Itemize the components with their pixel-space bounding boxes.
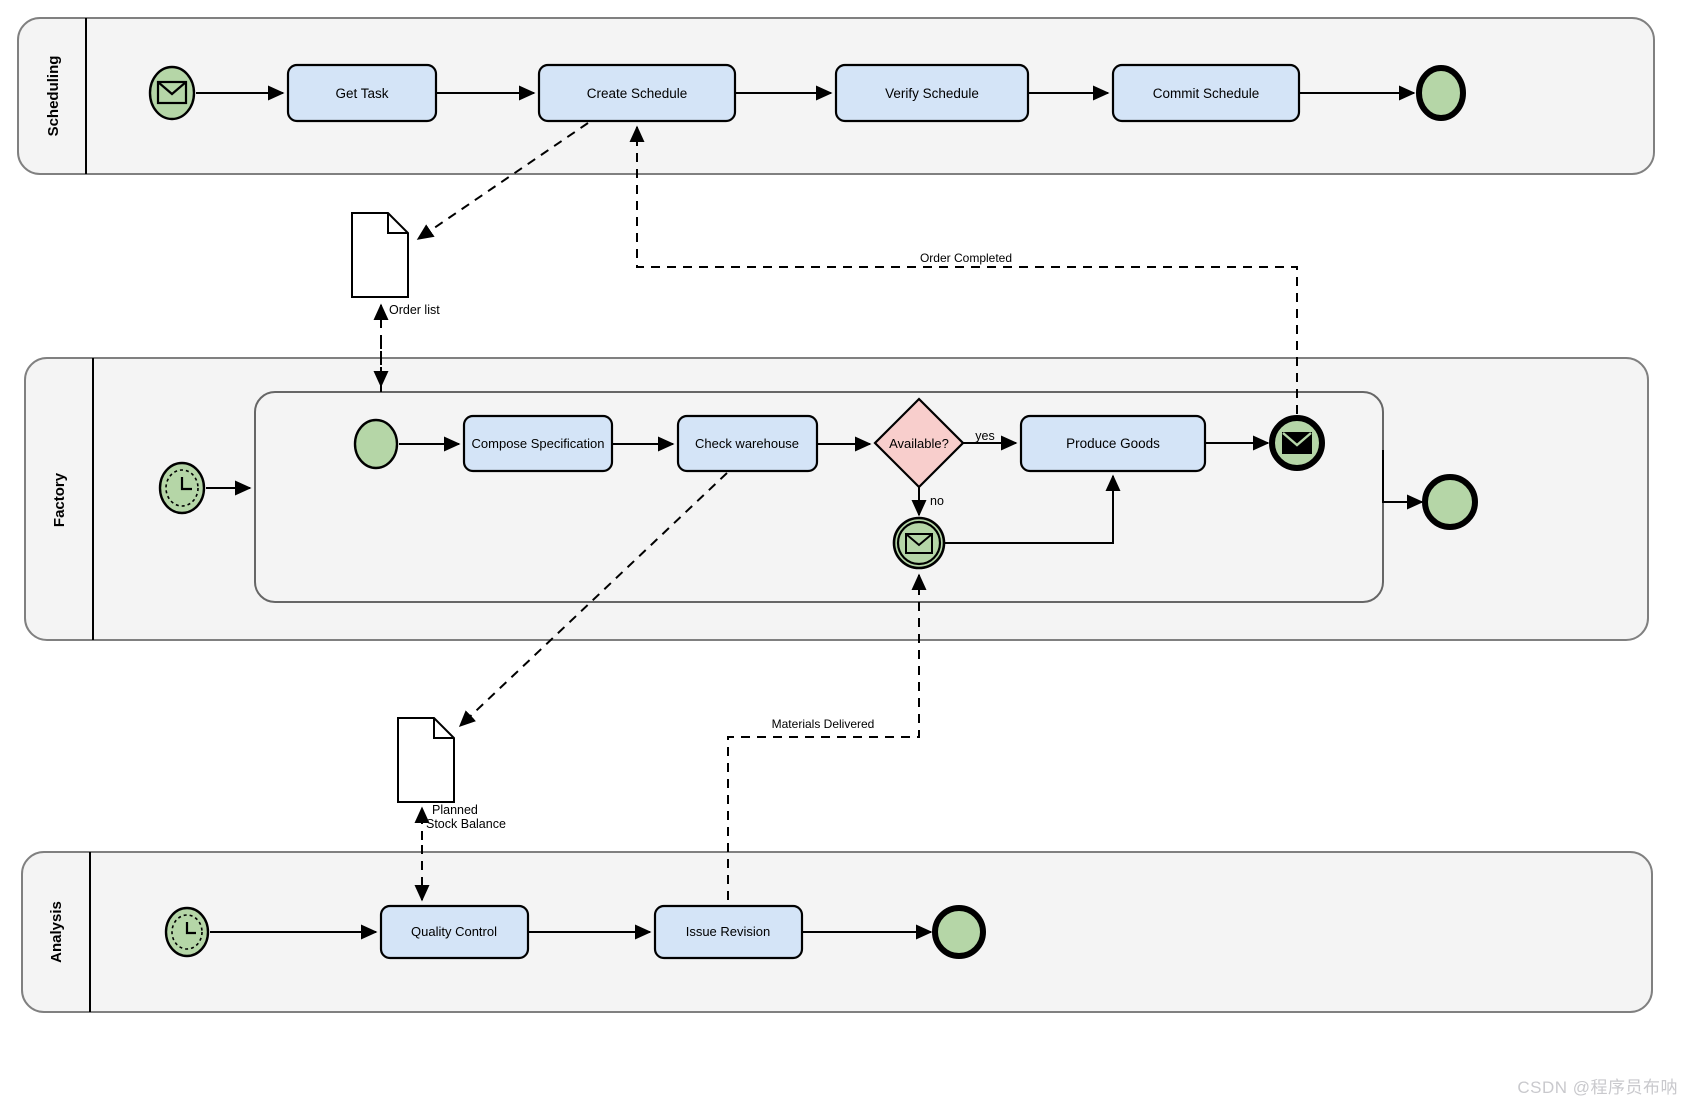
task-create-schedule[interactable]: Create Schedule xyxy=(537,63,737,123)
start-event-timer-analysis[interactable] xyxy=(164,906,210,958)
flow-label-no: no xyxy=(930,494,944,508)
watermark: CSDN @程序员布呐 xyxy=(1517,1078,1678,1097)
data-object-order-list-label: Order list xyxy=(389,303,440,317)
pool-analysis-label: Analysis xyxy=(48,901,65,963)
task-get-task[interactable]: Get Task xyxy=(286,63,438,123)
task-issue-revision[interactable]: Issue Revision xyxy=(653,904,804,960)
task-verify-schedule[interactable]: Verify Schedule xyxy=(834,63,1030,123)
task-verify-schedule-label: Verify Schedule xyxy=(885,86,979,101)
clock-icon xyxy=(165,469,199,507)
start-event-timer-factory[interactable] xyxy=(158,461,206,515)
pool-factory: Factory Compose Specification Check ware… xyxy=(24,357,1649,641)
clock-icon xyxy=(171,914,203,950)
document-fold xyxy=(433,718,454,739)
data-object-order-list[interactable]: Order list xyxy=(351,212,440,317)
data-object-planned-stock-balance[interactable]: Planned Stock Balance xyxy=(397,717,506,831)
message-flow-label-materials-delivered: Materials Delivered xyxy=(772,717,875,731)
subprocess-container[interactable] xyxy=(254,391,1384,603)
assoc-create-schedule-to-order-list xyxy=(416,122,589,240)
start-event-message-scheduling[interactable] xyxy=(148,65,196,121)
gateway-available-label: Available? xyxy=(889,436,949,451)
message-flow-label-order-completed: Order Completed xyxy=(920,251,1012,265)
task-compose-specification-label: Compose Specification xyxy=(472,436,605,451)
pool-analysis: Analysis Quality Control Issue Revision xyxy=(21,851,1653,1013)
task-quality-control-label: Quality Control xyxy=(411,924,497,939)
pool-scheduling-label: Scheduling xyxy=(45,56,62,137)
task-check-warehouse-label: Check warehouse xyxy=(695,436,799,451)
gateway-available[interactable]: Available? xyxy=(873,397,965,489)
task-commit-schedule-label: Commit Schedule xyxy=(1153,86,1260,101)
start-event-subprocess[interactable] xyxy=(353,418,399,470)
task-produce-goods[interactable]: Produce Goods xyxy=(1019,414,1207,473)
document-fold xyxy=(387,213,408,234)
flow-subprocess-to-factory-end xyxy=(1382,450,1424,510)
data-object-planned-label-line2: Stock Balance xyxy=(426,817,506,831)
document-shape xyxy=(397,717,455,803)
end-event-analysis[interactable] xyxy=(932,905,986,959)
assoc-check-warehouse-to-planned-stock xyxy=(458,472,728,728)
flow-label-yes: yes xyxy=(975,429,994,443)
task-check-warehouse[interactable]: Check warehouse xyxy=(676,414,819,473)
end-event-circle xyxy=(1416,65,1466,121)
task-commit-schedule[interactable]: Commit Schedule xyxy=(1111,63,1301,123)
task-issue-revision-label: Issue Revision xyxy=(686,924,771,939)
task-get-task-label: Get Task xyxy=(335,86,388,101)
end-event-message-subprocess[interactable] xyxy=(1269,415,1325,471)
task-compose-specification[interactable]: Compose Specification xyxy=(462,414,614,473)
data-object-planned-label-line1: Planned xyxy=(432,803,478,817)
message-flow-materials-delivered xyxy=(727,573,927,900)
envelope-icon xyxy=(905,533,933,554)
end-event-factory[interactable] xyxy=(1422,474,1478,530)
end-event-scheduling[interactable] xyxy=(1416,65,1466,121)
pool-scheduling: Scheduling Get Task Create Schedule xyxy=(17,17,1655,175)
flow-await-to-produce xyxy=(944,474,1121,544)
envelope-icon xyxy=(156,80,188,105)
task-produce-goods-label: Produce Goods xyxy=(1066,436,1160,451)
envelope-icon xyxy=(1282,432,1312,454)
intermediate-event-message-await-materials[interactable] xyxy=(892,516,946,570)
task-quality-control[interactable]: Quality Control xyxy=(379,904,530,960)
pool-factory-label: Factory xyxy=(51,472,68,527)
document-shape xyxy=(351,212,409,298)
task-create-schedule-label: Create Schedule xyxy=(587,86,688,101)
